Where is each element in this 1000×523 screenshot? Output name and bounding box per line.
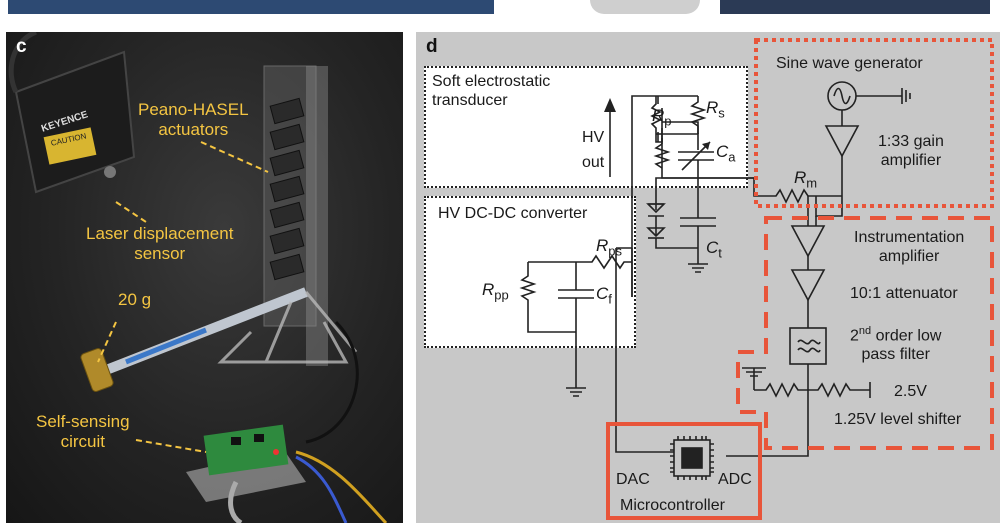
sine-generator-label: Sine wave generator — [776, 55, 923, 72]
filter-order-text: order low — [871, 327, 942, 345]
inst-amp-label: Instrumentation amplifier — [854, 228, 964, 266]
symbol-rpp-letter: R — [482, 280, 495, 299]
panel-c-letter: c — [16, 36, 27, 57]
inst-amp-label-line2: amplifier — [878, 248, 940, 265]
peano-hasel-label-line2: actuators — [158, 120, 229, 139]
symbol-rm-letter: R — [794, 168, 807, 187]
dac-label: DAC — [616, 471, 650, 488]
converter-label: HV DC-DC converter — [438, 205, 588, 222]
top-strip-left — [8, 0, 494, 14]
symbol-ca: Ca — [716, 142, 736, 164]
symbol-ct: Ct — [706, 238, 722, 260]
filter-label: 2nd order low pass filter — [850, 322, 941, 364]
lever-arm — [80, 287, 308, 392]
symbol-ct-letter: C — [706, 238, 719, 257]
symbol-cf-letter: C — [596, 284, 609, 303]
peano-hasel-label: Peano-HASEL actuators — [138, 100, 249, 140]
symbol-ca-letter: C — [716, 142, 729, 161]
symbol-rpp: Rpp — [482, 280, 509, 302]
symbol-rp-sub: p — [664, 113, 672, 129]
laser-sensor-label-line1: Laser displacement — [86, 224, 234, 243]
symbol-rp: Rp — [652, 106, 672, 128]
gain-amp-label: 1:33 gain amplifier — [878, 132, 944, 170]
microcontroller-label: Microcontroller — [620, 497, 725, 514]
circuit-label-line1: Self-sensing — [36, 412, 130, 431]
symbol-ct-sub: t — [718, 245, 722, 261]
laser-sensor-label: Laser displacement sensor — [86, 224, 233, 264]
hv-out-label: HV out — [582, 128, 604, 172]
gain-amp-label-line1: 1:33 gain — [878, 133, 944, 150]
filter-label-line1: 2nd order low — [850, 322, 941, 345]
hv-out-label-line1: HV — [582, 129, 605, 146]
panel-d-schematic: d — [416, 32, 1000, 523]
transducer-label-line2: transducer — [432, 92, 508, 109]
transducer-label: Soft electrostatic transducer — [432, 72, 550, 110]
transducer-label-line1: Soft electrostatic — [432, 73, 551, 90]
hv-out-label-line2: out — [582, 154, 605, 171]
acrylic-stand — [217, 291, 358, 364]
self-sensing-circuit-board — [186, 320, 388, 523]
photo-leader-lines — [97, 141, 269, 453]
symbol-rm: Rm — [794, 168, 817, 190]
panel-d-letter: d — [426, 36, 438, 57]
filter-label-line2: pass filter — [861, 346, 930, 364]
circuit-label: Self-sensing circuit — [36, 412, 130, 452]
symbol-cf-sub: f — [608, 291, 612, 307]
symbol-rp-letter: R — [652, 106, 665, 125]
top-strip-right — [720, 0, 990, 14]
top-strip-middle — [590, 0, 700, 14]
laser-sensor: CAUTION KEYENCE — [8, 32, 136, 194]
filter-order-suffix: nd — [858, 325, 872, 337]
circuit-wiring — [519, 38, 994, 520]
symbol-rps: Rps — [596, 236, 622, 258]
laser-sensor-label-line2: sensor — [134, 244, 186, 263]
peano-hasel-actuators — [263, 65, 328, 366]
reference-voltage-label: 2.5V — [894, 383, 927, 400]
converter-box — [424, 196, 636, 348]
panel-c-photo: CAUTION KEYENCE — [6, 32, 403, 523]
symbol-rpp-sub: pp — [494, 287, 509, 303]
mass-cylinder — [80, 348, 114, 392]
symbol-rm-sub: m — [806, 175, 818, 191]
inst-amp-label-line1: Instrumentation — [854, 229, 965, 246]
transducer-box — [424, 66, 748, 188]
filter-order-number: 2 — [850, 327, 859, 345]
photo-illustration: CAUTION KEYENCE — [8, 32, 388, 523]
mass-label: 20 g — [118, 290, 152, 309]
circuit-label-line2: circuit — [60, 432, 105, 451]
attenuator-label: 10:1 attenuator — [850, 285, 958, 302]
symbol-rs-letter: R — [706, 98, 719, 117]
adc-label: ADC — [718, 471, 752, 488]
symbol-rs-sub: s — [718, 105, 725, 121]
level-shifter-label: 1.25V level shifter — [834, 411, 962, 428]
symbol-rps-letter: R — [596, 236, 609, 255]
peano-hasel-label-line1: Peano-HASEL — [138, 100, 249, 119]
mcu-chip-icon — [670, 436, 714, 480]
gain-amp-label-line2: amplifier — [880, 152, 942, 169]
symbol-rs: Rs — [706, 98, 725, 120]
symbol-rps-sub: ps — [608, 243, 623, 259]
symbol-cf: Cf — [596, 284, 612, 306]
symbol-ca-sub: a — [728, 149, 736, 165]
